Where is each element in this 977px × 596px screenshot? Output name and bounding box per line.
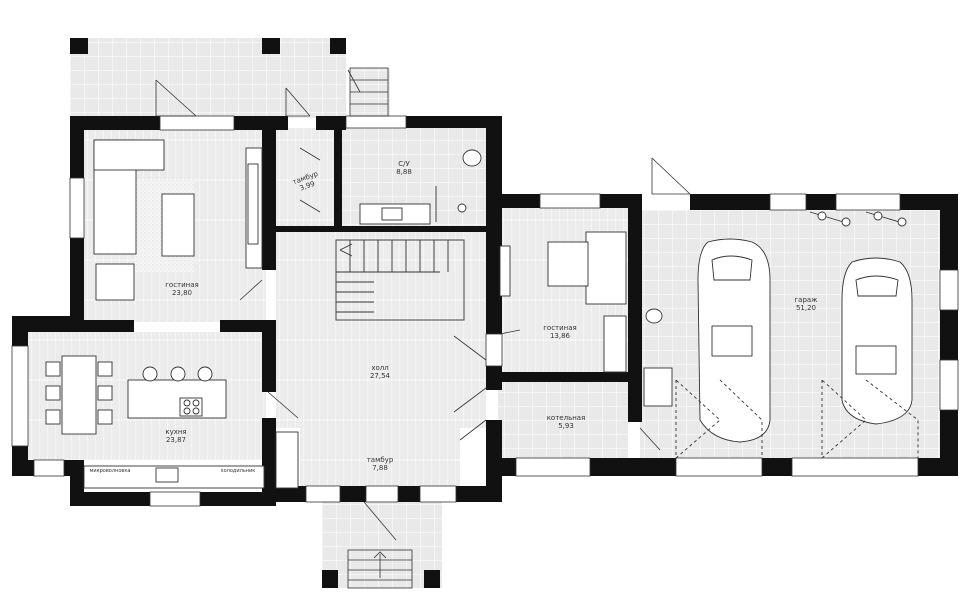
tambur2-floor <box>300 428 460 488</box>
doors <box>155 69 691 541</box>
toilet <box>462 149 482 167</box>
living1-area: 23,80 <box>172 289 192 297</box>
wardrobe <box>603 315 627 373</box>
microwave-label: микроволновка <box>90 468 131 474</box>
hall-floor <box>276 228 486 428</box>
boiler-floor <box>498 380 628 460</box>
tambur1-floor <box>276 128 340 228</box>
car-2 <box>841 257 913 425</box>
wc-name: С/У <box>398 160 410 168</box>
armchair <box>95 263 135 301</box>
kitchen-name: кухня <box>165 428 186 436</box>
closet <box>275 431 299 489</box>
tambur2-name: тамбур <box>367 456 394 464</box>
boiler-unit <box>643 367 673 407</box>
sink <box>155 467 179 483</box>
coffee-table <box>161 193 195 257</box>
kitchen-island <box>127 379 227 419</box>
windows <box>11 115 959 507</box>
garage-area: 51,20 <box>796 304 816 312</box>
cooktop <box>179 397 203 417</box>
terrace-top-floor <box>70 38 346 118</box>
kitchen-area: 23,87 <box>166 436 186 444</box>
boiler-area: 5,93 <box>558 422 574 430</box>
furniture <box>45 139 919 489</box>
fridge-label: холодильник <box>221 468 256 474</box>
car-1 <box>697 238 771 443</box>
staircase <box>335 239 465 321</box>
porch-stairs <box>347 67 413 589</box>
tv-unit-2 <box>499 245 511 297</box>
living2-name: гостиная <box>543 324 577 332</box>
sofa-2 <box>585 231 627 305</box>
porch-bottom <box>322 498 442 588</box>
living2-area: 13,86 <box>550 332 571 340</box>
walls <box>12 38 958 588</box>
garage-name: гараж <box>794 296 818 304</box>
living1-name: гостиная <box>165 281 199 289</box>
dining-table <box>61 355 97 435</box>
tambur2-area: 7,88 <box>372 464 388 472</box>
hall-area: 27,54 <box>370 372 391 380</box>
hall-name: холл <box>371 364 388 372</box>
armchair-2 <box>547 241 589 287</box>
boiler-name: котельная <box>547 414 586 422</box>
wc-area: 8,88 <box>396 168 412 176</box>
bicycles <box>809 211 907 227</box>
floor-drain <box>457 203 467 213</box>
